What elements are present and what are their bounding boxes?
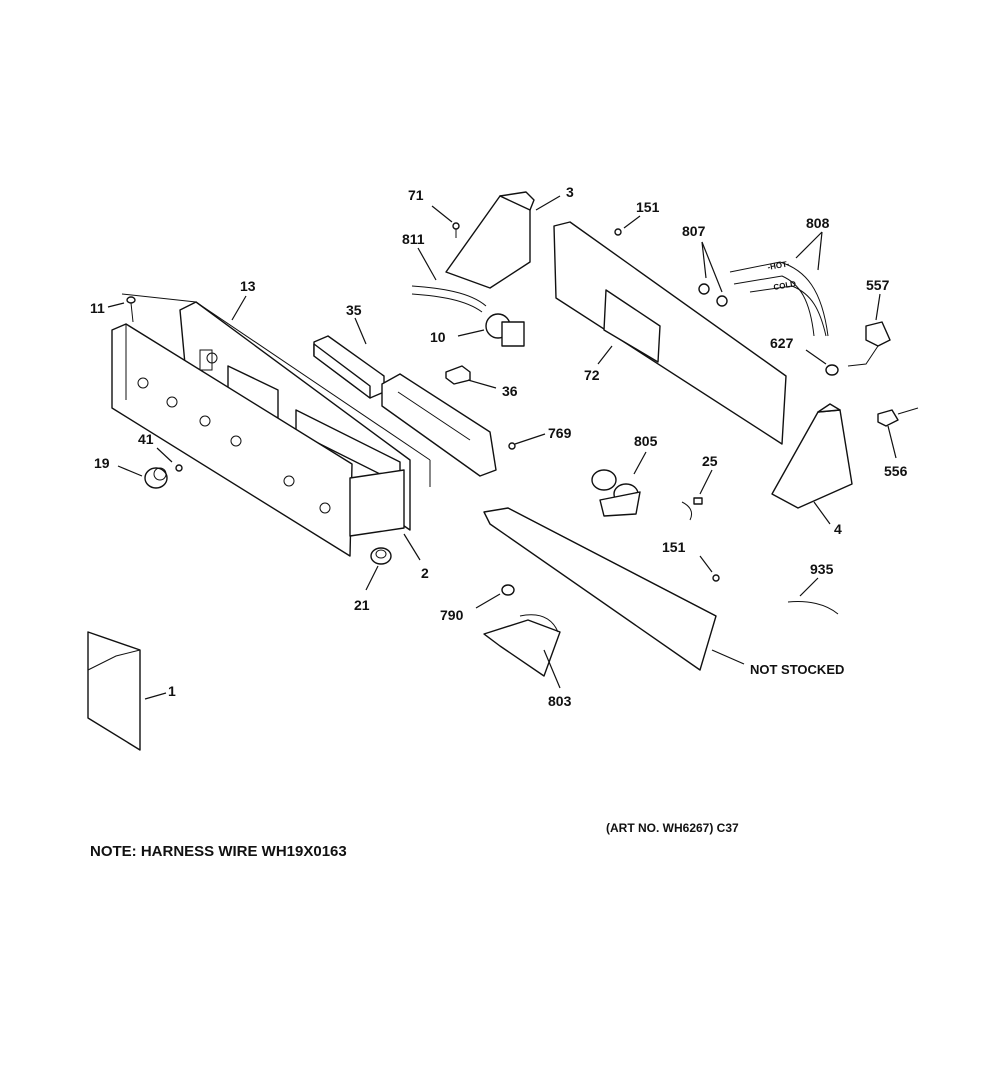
part-1-manual bbox=[87, 631, 167, 751]
part-790-clamp bbox=[475, 584, 515, 609]
callout-151-upper: 151 bbox=[636, 199, 660, 215]
part-2-front-panel bbox=[111, 323, 421, 561]
callout-1: 1 bbox=[168, 683, 176, 699]
part-805-water-valve bbox=[591, 451, 647, 517]
cold-hose-label: COLD bbox=[773, 279, 797, 292]
part-25-wire bbox=[681, 469, 713, 521]
callout-790: 790 bbox=[440, 607, 464, 623]
part-627-grommet bbox=[805, 349, 839, 376]
part-556-connector bbox=[877, 407, 919, 459]
callout-36: 36 bbox=[502, 383, 518, 399]
part-807-washers bbox=[698, 241, 728, 307]
part-10-pressure-switch bbox=[457, 313, 525, 347]
callout-627: 627 bbox=[770, 335, 794, 351]
part-41-clip bbox=[156, 447, 183, 472]
callout-935: 935 bbox=[810, 561, 834, 577]
callout-21: 21 bbox=[354, 597, 370, 613]
harness-note: NOTE: HARNESS WIRE WH19X0163 bbox=[90, 843, 347, 860]
part-769-board bbox=[381, 373, 546, 477]
part-3-bracket bbox=[445, 191, 561, 289]
callout-808: 808 bbox=[806, 215, 830, 231]
part-4-bracket bbox=[771, 403, 853, 525]
callout-803: 803 bbox=[548, 693, 572, 709]
part-21-button bbox=[365, 547, 392, 591]
part-71-screw bbox=[431, 205, 460, 238]
callout-19: 19 bbox=[94, 455, 110, 471]
part-803-dispenser bbox=[483, 614, 561, 689]
hot-hose-label: -HOT- bbox=[767, 259, 790, 272]
part-557-plug bbox=[847, 293, 891, 367]
part-808-hoses bbox=[729, 231, 829, 337]
part-11-screw bbox=[107, 296, 136, 323]
part-935-wire bbox=[787, 577, 839, 615]
art-number: (ART NO. WH6267) C37 bbox=[606, 821, 739, 835]
not-stocked-label: NOT STOCKED bbox=[750, 662, 844, 677]
part-36-connector bbox=[445, 365, 497, 389]
callout-71: 71 bbox=[408, 187, 424, 203]
part-151-screw-lower bbox=[699, 555, 720, 582]
callout-13: 13 bbox=[240, 278, 256, 294]
callout-151-lower: 151 bbox=[662, 539, 686, 555]
callout-557: 557 bbox=[866, 277, 890, 293]
callout-769: 769 bbox=[548, 425, 572, 441]
callout-2: 2 bbox=[421, 565, 429, 581]
callout-11: 11 bbox=[90, 300, 105, 316]
callout-3: 3 bbox=[566, 184, 574, 200]
callout-805: 805 bbox=[634, 433, 658, 449]
callout-556: 556 bbox=[884, 463, 908, 479]
callout-25: 25 bbox=[702, 453, 718, 469]
not-stocked-trim bbox=[483, 507, 745, 671]
callout-811: 811 bbox=[402, 231, 425, 247]
callout-72: 72 bbox=[584, 367, 600, 383]
part-19-knob bbox=[117, 465, 168, 489]
callout-35: 35 bbox=[346, 302, 362, 318]
callout-41: 41 bbox=[138, 431, 154, 447]
part-35-control-board bbox=[313, 317, 385, 399]
callout-4: 4 bbox=[834, 521, 842, 537]
callout-10: 10 bbox=[430, 329, 446, 345]
part-811-hose bbox=[411, 247, 487, 313]
part-72-rear-panel bbox=[553, 215, 787, 445]
callout-807: 807 bbox=[682, 223, 706, 239]
